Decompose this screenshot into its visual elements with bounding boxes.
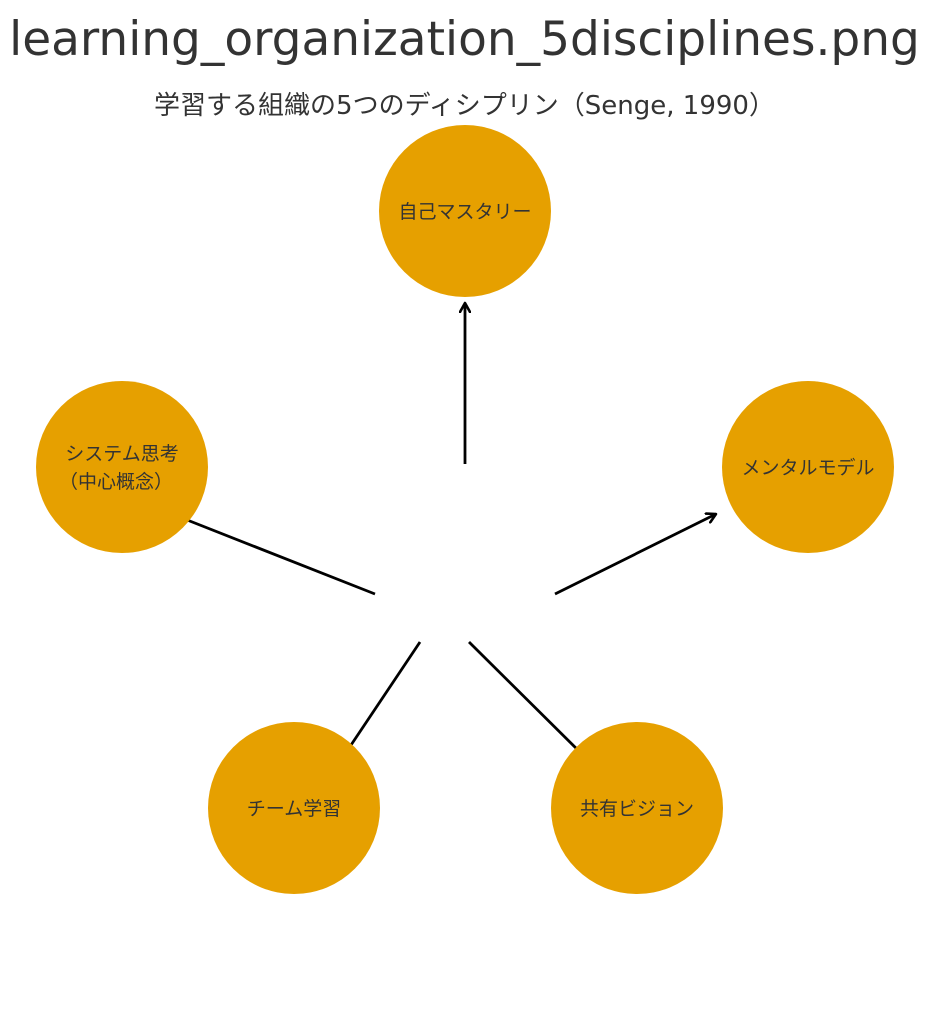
- arrow-to-systems-thinking: [172, 514, 376, 596]
- node-circle: [208, 722, 380, 894]
- node-personal-mastery: 自己マスタリー: [379, 125, 551, 297]
- arrow-to-mental-models: [554, 514, 716, 596]
- node-circle: [36, 381, 208, 553]
- node-label: システム思考: [65, 443, 178, 465]
- page-title: learning_organization_5disciplines.png: [9, 12, 920, 67]
- node-circle: [379, 125, 551, 297]
- node-label: チーム学習: [247, 798, 341, 820]
- node-sublabel: （中心概念）: [59, 470, 173, 493]
- node-team-learning: チーム学習: [208, 722, 380, 894]
- node-shared-vision: 共有ビジョン: [551, 722, 723, 894]
- node-label: 共有ビジョン: [580, 798, 694, 820]
- node-mental-models: メンタルモデル: [722, 381, 894, 553]
- node-systems-thinking: システム思考 （中心概念）: [36, 381, 208, 553]
- node-label: メンタルモデル: [741, 457, 874, 479]
- page-subtitle: 学習する組織の5つのディシプリン（Senge, 1990）: [154, 91, 775, 121]
- node-label: 自己マスタリー: [398, 201, 531, 223]
- arrows-layer: [172, 303, 716, 761]
- node-circle: [551, 722, 723, 894]
- arrow-to-shared-vision: [468, 641, 589, 761]
- arrow-to-team-learning: [341, 641, 422, 760]
- node-circle: [722, 381, 894, 553]
